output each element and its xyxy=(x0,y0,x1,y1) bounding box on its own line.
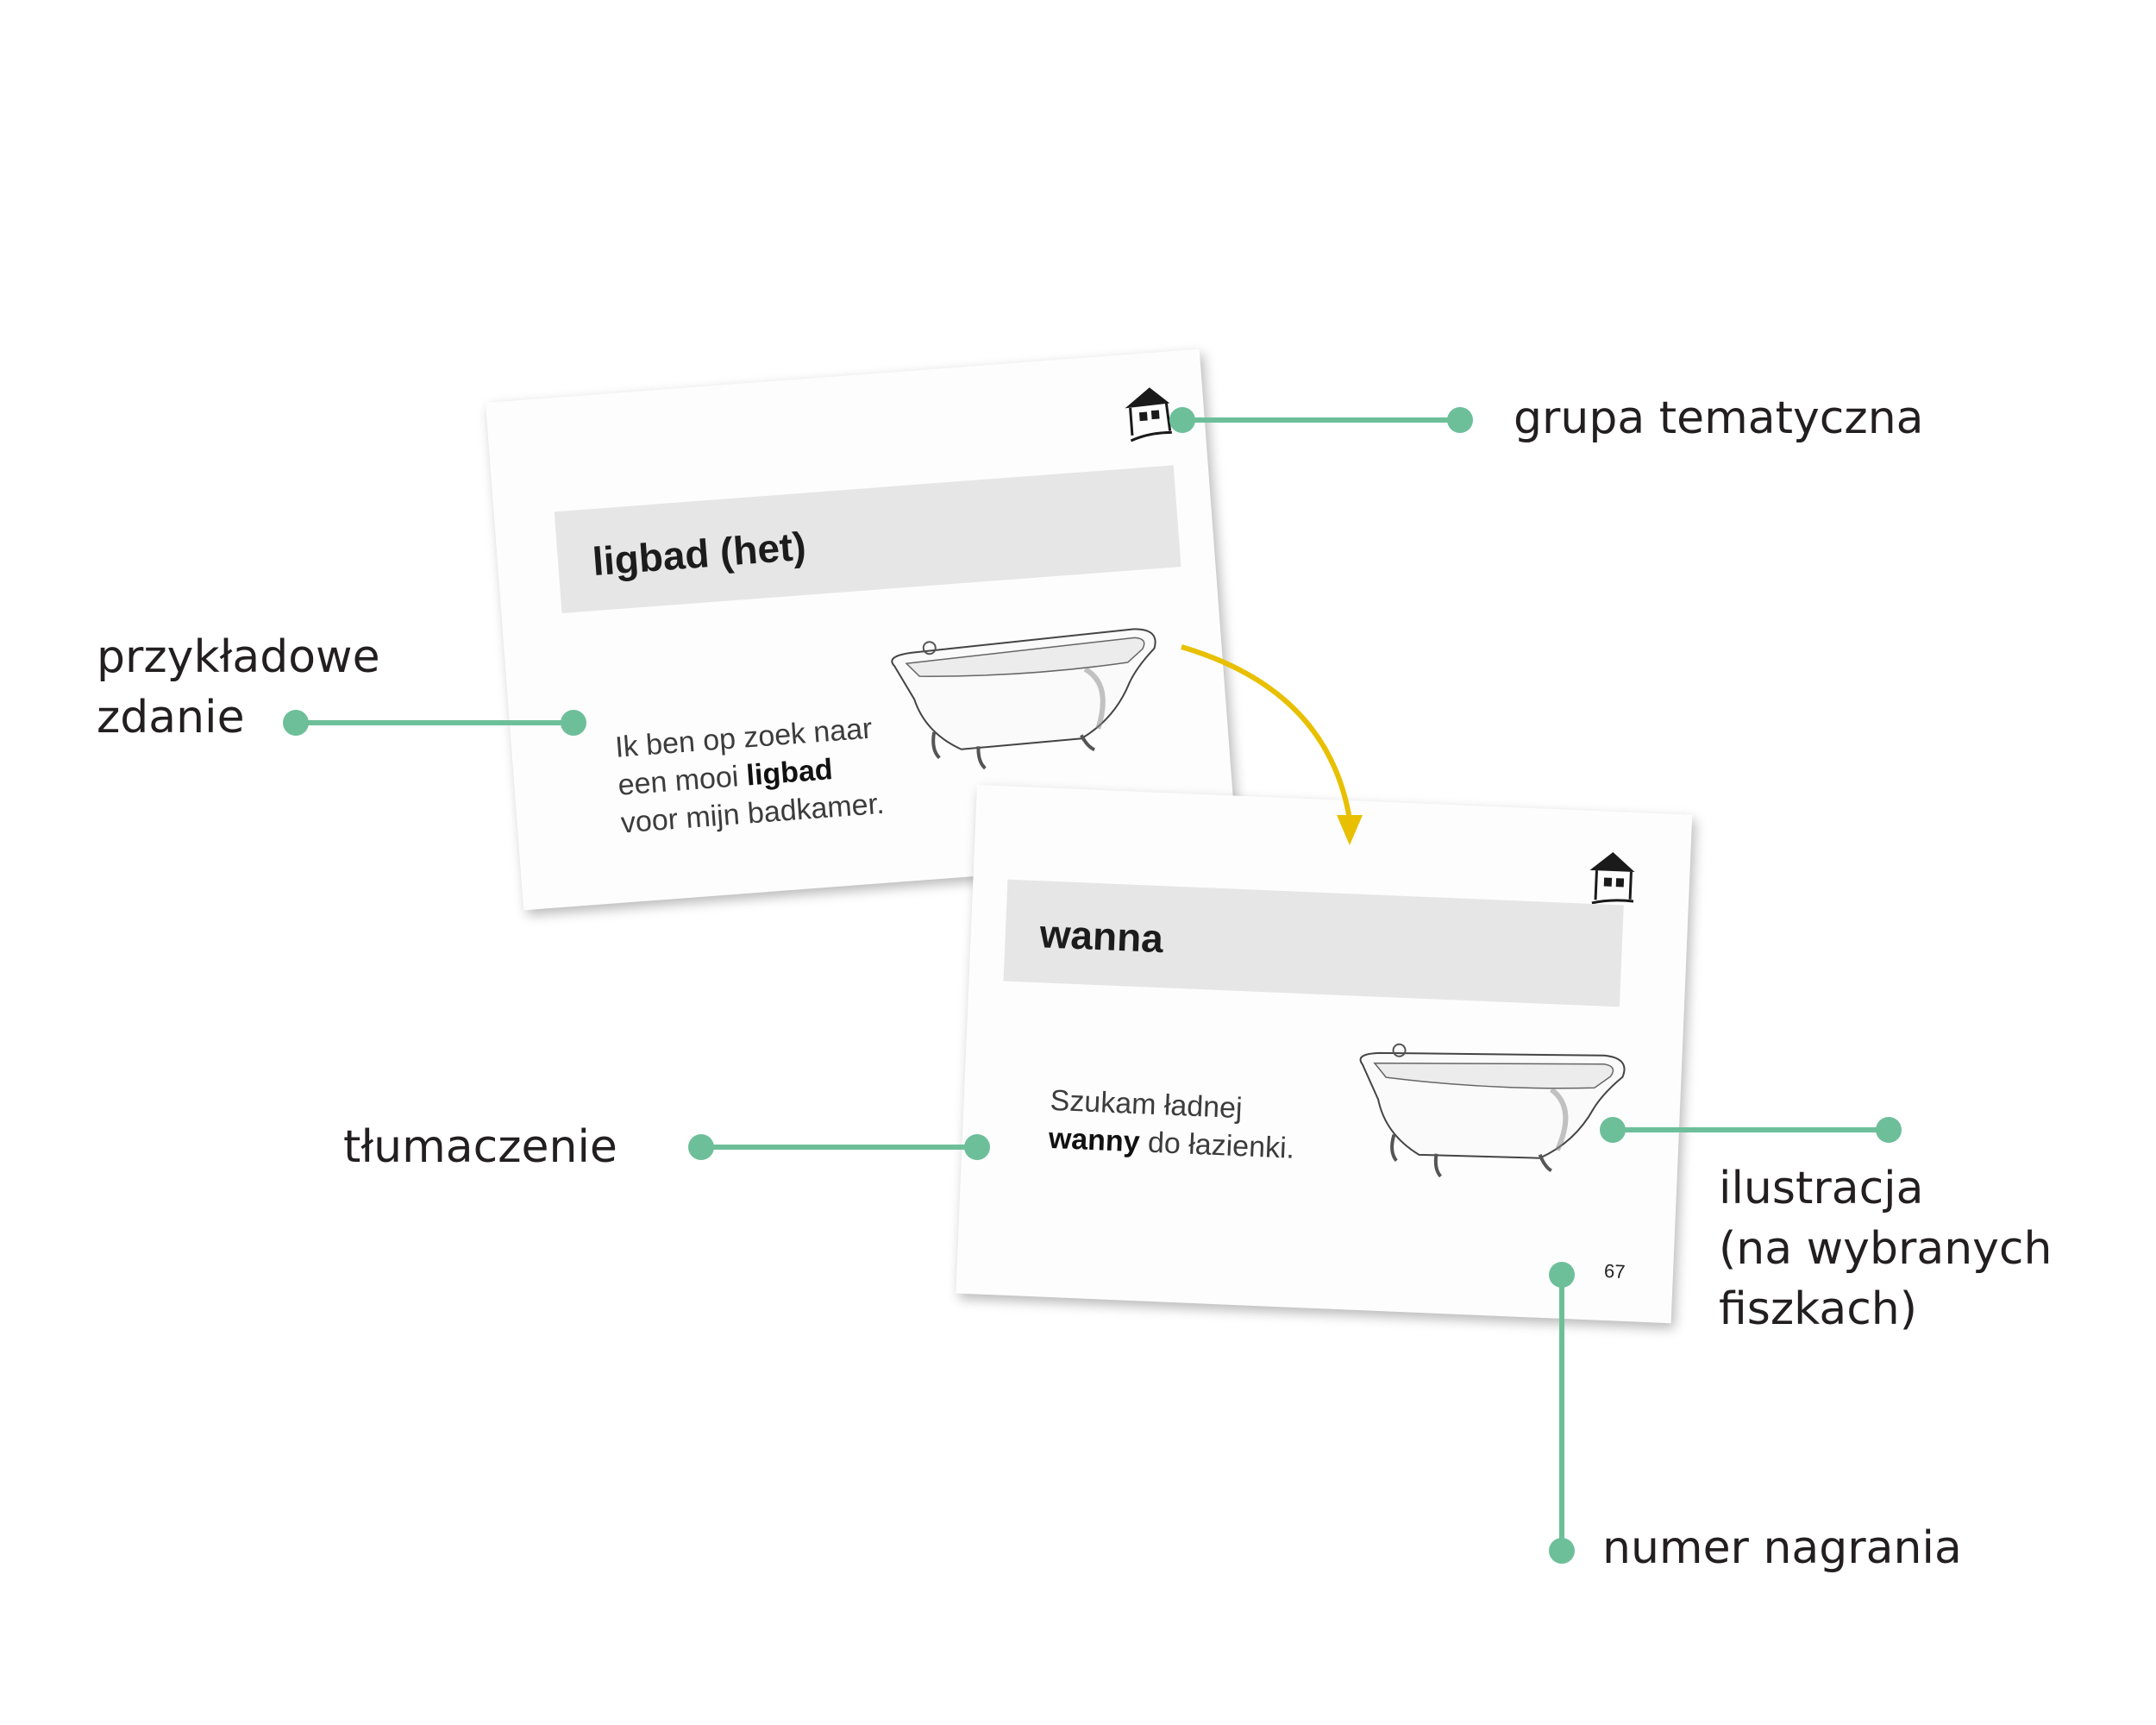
house-icon xyxy=(1589,851,1635,905)
house-icon xyxy=(1125,387,1172,442)
label-theme-group: grupa tematyczna xyxy=(1514,392,1924,444)
flip-arrow xyxy=(1181,644,1363,845)
example-sentence-connector xyxy=(283,710,586,736)
label-recording-number: numer nagrania xyxy=(1602,1522,1962,1574)
bathtub-illustration xyxy=(891,628,1156,770)
label-example-sentence: przykładowe zdanie xyxy=(97,631,380,743)
illustration-connector xyxy=(1600,1117,1902,1143)
front-flashcard: ligbad (het) Ik ben op zoek naar een moo… xyxy=(486,348,1238,911)
translation-connector xyxy=(688,1134,990,1160)
back-flashcard: wanna Szukam ładnej wanny do łazienki. 6… xyxy=(956,785,1693,1324)
theme-group-connector xyxy=(1169,407,1473,433)
label-illustration: ilustracja (na wybranych fiszkach) xyxy=(1719,1163,2053,1335)
bathtub-illustration xyxy=(1359,1043,1626,1178)
recording-number-connector xyxy=(1549,1262,1575,1564)
label-translation: tłumaczenie xyxy=(343,1121,617,1173)
